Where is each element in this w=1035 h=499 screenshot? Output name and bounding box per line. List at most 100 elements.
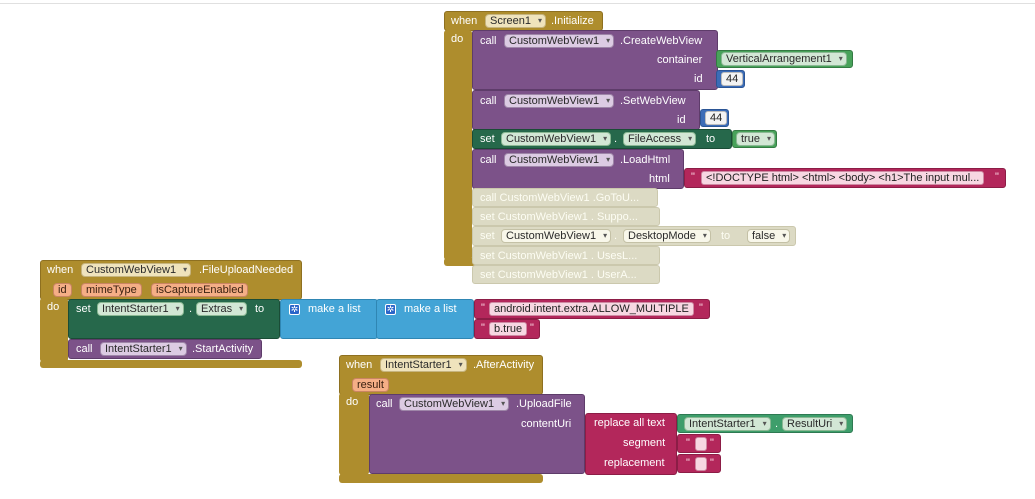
text-field-empty[interactable] — [695, 437, 707, 451]
call-label: call — [480, 154, 497, 166]
disabled-set-useragent-block[interactable]: set CustomWebView1 . UserA... — [472, 265, 660, 284]
property-dropdown[interactable]: Extras▾ — [196, 302, 248, 316]
text-field[interactable]: b.true — [489, 322, 528, 336]
call-loadhtml-block[interactable]: call CustomWebView1▾ .LoadHtml html — [472, 149, 684, 189]
component-dropdown[interactable]: CustomWebView1▾ — [504, 153, 615, 167]
component-dropdown[interactable]: CustomWebView1▾ — [81, 263, 192, 277]
segment-label: segment — [623, 437, 666, 449]
disabled-call-gotourl-block[interactable]: call CustomWebView1 .GoToU... — [472, 188, 658, 207]
call-uploadfile-block[interactable]: call CustomWebView1▾ .UploadFile content… — [369, 394, 585, 474]
number-block[interactable]: 44 — [716, 70, 745, 88]
boolean-block[interactable]: true▾ — [732, 130, 777, 148]
event-header[interactable]: when IntentStarter1▾ .AfterActivity resu… — [339, 355, 543, 395]
boolean-dropdown[interactable]: true▾ — [736, 132, 775, 146]
number-block[interactable]: 44 — [700, 109, 729, 127]
chevron-down-icon: ▾ — [239, 304, 244, 313]
result-uri-getter-block[interactable]: IntentStarter1▾ . ResultUri▾ — [677, 414, 853, 433]
chevron-down-icon: ▾ — [782, 231, 787, 240]
text-block-html[interactable]: " <!DOCTYPE html> <html> <body> <h1>The … — [684, 168, 1006, 188]
text-block-segment[interactable]: " " — [677, 434, 721, 453]
chevron-down-icon: ▾ — [603, 134, 608, 143]
quote-right: " — [710, 437, 714, 449]
chevron-down-icon: ▾ — [839, 419, 844, 428]
disabled-set-uses-block[interactable]: set CustomWebView1 . UsesL... — [472, 246, 660, 265]
text-field-empty[interactable] — [695, 457, 707, 471]
param-id[interactable]: id — [53, 283, 72, 297]
property-dropdown[interactable]: FileAccess▾ — [623, 132, 697, 146]
make-list-label: make a list — [308, 303, 361, 315]
set-extras-block[interactable]: set IntentStarter1▾ . Extras▾ to — [68, 299, 280, 339]
to-label: to — [706, 133, 716, 145]
chevron-down-icon: ▾ — [606, 155, 611, 164]
boolean-dropdown[interactable]: false▾ — [747, 229, 791, 243]
param-result[interactable]: result — [352, 378, 389, 392]
to-label: to — [721, 230, 731, 242]
method-name: .SetWebView — [620, 95, 686, 107]
component-dropdown[interactable]: VerticalArrangement1▾ — [721, 52, 847, 66]
disabled-set-suppress-block[interactable]: set CustomWebView1 . Suppo... — [472, 207, 660, 226]
dot-separator: . — [614, 133, 618, 145]
set-fileaccess-block[interactable]: set CustomWebView1▾ . FileAccess▾ to — [472, 129, 732, 149]
param-mimetype[interactable]: mimeType — [81, 283, 142, 297]
quote-right: " — [995, 171, 999, 183]
component-dropdown[interactable]: Screen1▾ — [485, 14, 546, 28]
component-dropdown[interactable]: CustomWebView1▾ — [501, 229, 612, 243]
dot-separator: . — [614, 230, 618, 242]
component-dropdown[interactable]: IntentStarter1▾ — [100, 342, 187, 356]
number-field[interactable]: 44 — [705, 111, 728, 125]
method-name: .CreateWebView — [620, 35, 703, 47]
call-label: call — [480, 95, 497, 107]
text-field[interactable]: android.intent.extra.ALLOW_MULTIPLE — [489, 302, 694, 316]
quote-right: " — [710, 457, 714, 469]
quote-left: " — [481, 322, 485, 334]
gear-icon[interactable]: ✲ — [385, 304, 396, 315]
component-dropdown[interactable]: CustomWebView1▾ — [504, 34, 615, 48]
method-name: .LoadHtml — [620, 154, 671, 166]
component-dropdown[interactable]: CustomWebView1▾ — [399, 397, 510, 411]
set-label: set — [76, 303, 91, 315]
chevron-down-icon: ▾ — [175, 304, 180, 313]
event-header[interactable]: when CustomWebView1▾ .FileUploadNeeded i… — [40, 260, 302, 300]
event-header[interactable]: when Screen1▾ .Initialize — [444, 11, 603, 31]
component-dropdown[interactable]: IntentStarter1▾ — [380, 358, 467, 372]
component-dropdown[interactable]: IntentStarter1▾ — [684, 417, 771, 431]
text-field[interactable]: <!DOCTYPE html> <html> <body> <h1>The in… — [701, 171, 985, 185]
gear-icon[interactable]: ✲ — [289, 304, 300, 315]
disabled-set-desktopmode-block[interactable]: set CustomWebView1▾ . DesktopMode▾ to fa… — [472, 226, 796, 246]
text-block-extra-value[interactable]: " b.true " — [474, 319, 540, 339]
call-createwebview-block[interactable]: call CustomWebView1▾ .CreateWebView cont… — [472, 30, 718, 90]
make-a-list-block-inner[interactable]: ✲ make a list — [376, 299, 474, 339]
property-dropdown[interactable]: ResultUri▾ — [782, 417, 848, 431]
replace-label: replace all text — [594, 417, 665, 429]
replace-all-text-block[interactable]: replace all text segment replacement — [585, 413, 677, 475]
quote-left: " — [686, 457, 690, 469]
param-iscaptureenabled[interactable]: isCaptureEnabled — [151, 283, 249, 297]
disabled-block-label: set CustomWebView1 . Suppo... — [480, 211, 638, 223]
when-label: when — [346, 359, 373, 371]
quote-right: " — [699, 302, 703, 314]
chevron-down-icon: ▾ — [178, 344, 183, 353]
param-label: html — [649, 173, 670, 185]
component-dropdown[interactable]: CustomWebView1▾ — [501, 132, 612, 146]
do-label: do — [451, 33, 464, 45]
call-label: call — [480, 35, 497, 47]
text-block-extra-key[interactable]: " android.intent.extra.ALLOW_MULTIPLE " — [474, 299, 710, 319]
event-name: .Initialize — [551, 15, 594, 27]
chevron-down-icon: ▾ — [606, 36, 611, 45]
call-startactivity-block[interactable]: call IntentStarter1▾ .StartActivity — [68, 339, 262, 359]
disabled-block-label: set CustomWebView1 . UsesL... — [480, 250, 638, 262]
component-dropdown[interactable]: CustomWebView1▾ — [504, 94, 615, 108]
component-dropdown[interactable]: IntentStarter1▾ — [97, 302, 184, 316]
component-block-verticalarrangement[interactable]: VerticalArrangement1▾ — [716, 50, 853, 68]
make-a-list-block-outer[interactable]: ✲ make a list — [280, 299, 378, 339]
text-block-replacement[interactable]: " " — [677, 454, 721, 473]
call-setwebview-block[interactable]: call CustomWebView1▾ .SetWebView id — [472, 90, 700, 130]
event-name: .AfterActivity — [473, 359, 535, 371]
chevron-down-icon: ▾ — [838, 54, 843, 63]
number-field[interactable]: 44 — [721, 72, 744, 86]
chevron-down-icon: ▾ — [702, 231, 707, 240]
dot-separator: . — [775, 418, 779, 430]
method-name: .UploadFile — [516, 398, 572, 410]
quote-left: " — [686, 437, 690, 449]
property-dropdown[interactable]: DesktopMode▾ — [623, 229, 711, 243]
